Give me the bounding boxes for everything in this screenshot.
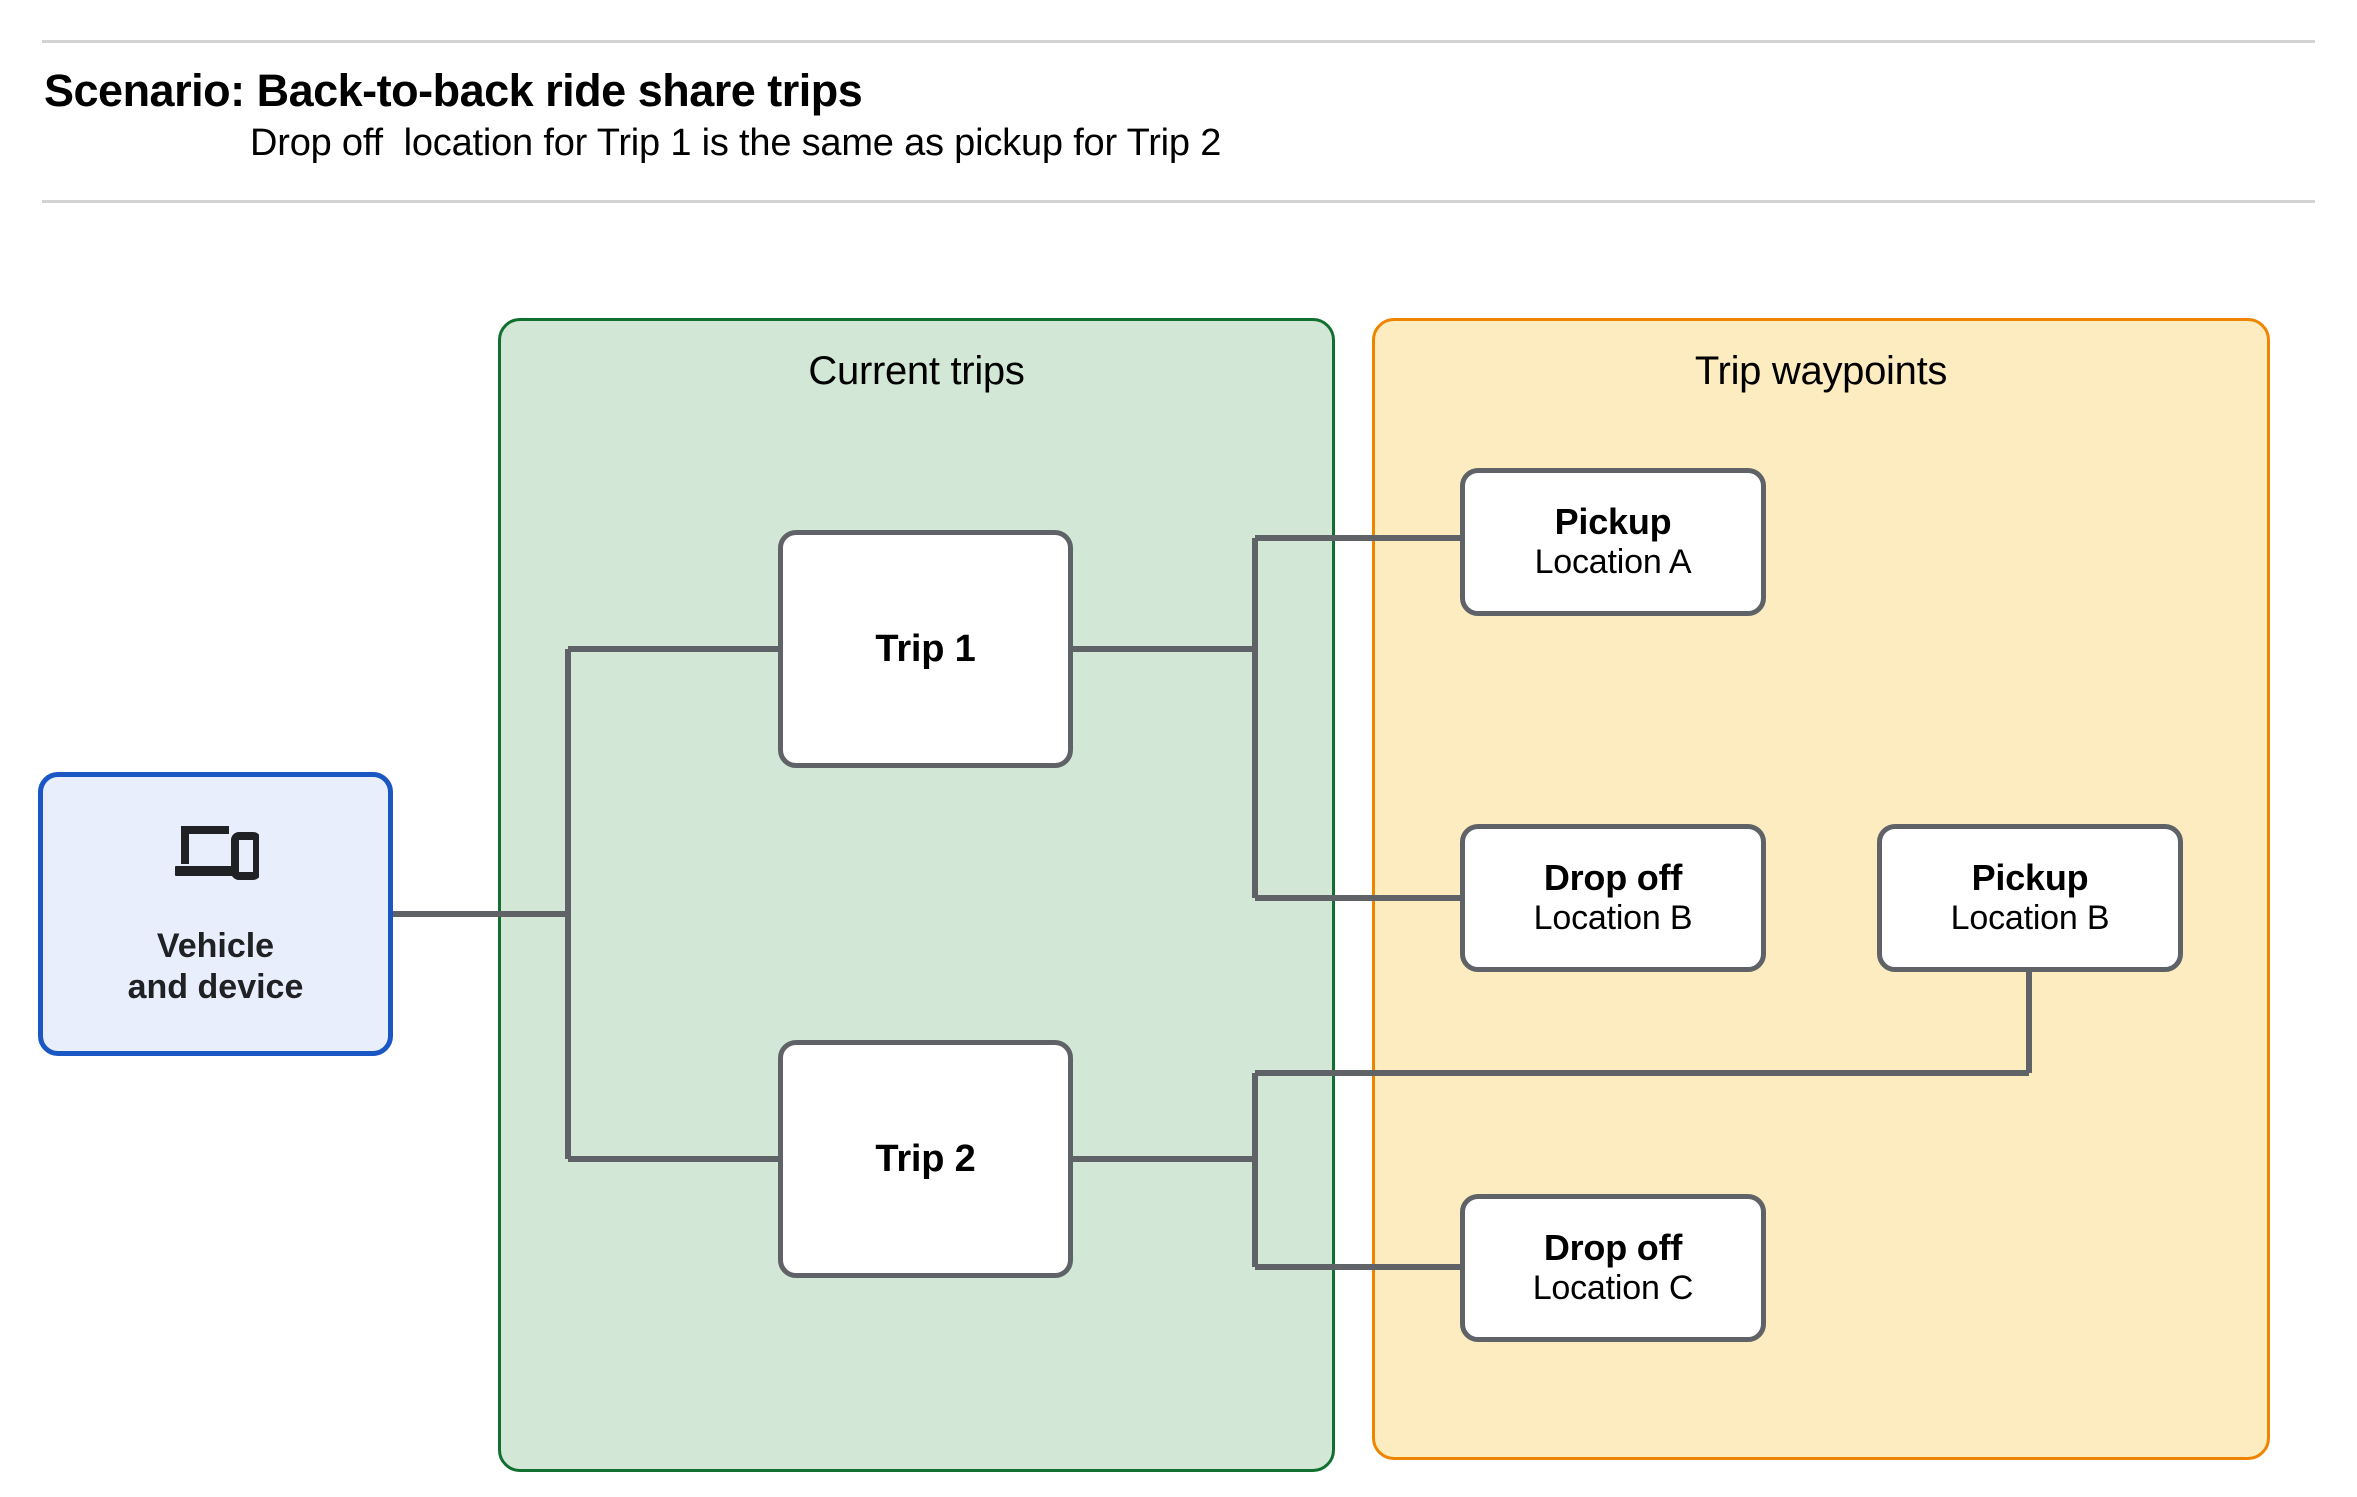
node-waypoint-dropoff-c[interactable]: Drop off Location C (1460, 1194, 1766, 1342)
node-pickup-b-type: Pickup (1971, 857, 2089, 899)
node-dropoff-c-type: Drop off (1543, 1227, 1683, 1269)
node-waypoint-pickup-b[interactable]: Pickup Location B (1877, 824, 2183, 972)
group-current-trips: Current trips (498, 318, 1335, 1472)
page-title: Scenario: Back-to-back ride share trips (44, 65, 863, 116)
node-pickup-b-location: Location B (1950, 898, 2110, 937)
header-divider-top (42, 40, 2315, 43)
node-dropoff-b-location: Location B (1533, 898, 1693, 937)
group-current-trips-title: Current trips (808, 349, 1025, 393)
node-trip-2[interactable]: Trip 2 (778, 1040, 1073, 1278)
node-trip-1-label: Trip 1 (875, 627, 976, 670)
node-trip-2-label: Trip 2 (875, 1137, 976, 1180)
node-dropoff-b-type: Drop off (1543, 857, 1683, 899)
page-subtitle: Drop off location for Trip 1 is the same… (250, 122, 1222, 164)
group-trip-waypoints-title: Trip waypoints (1694, 349, 1948, 393)
node-waypoint-pickup-a[interactable]: Pickup Location A (1460, 468, 1766, 616)
node-vehicle-and-device[interactable]: Vehicle and device (38, 772, 393, 1056)
header-divider-bottom (42, 200, 2315, 203)
node-pickup-a-location: Location A (1534, 542, 1692, 581)
devices-icon (174, 825, 259, 880)
node-dropoff-c-location: Location C (1532, 1268, 1694, 1307)
node-pickup-a-type: Pickup (1554, 501, 1672, 543)
node-trip-1[interactable]: Trip 1 (778, 530, 1073, 768)
node-vehicle-label: Vehicle and device (127, 926, 304, 1006)
node-waypoint-dropoff-b[interactable]: Drop off Location B (1460, 824, 1766, 972)
